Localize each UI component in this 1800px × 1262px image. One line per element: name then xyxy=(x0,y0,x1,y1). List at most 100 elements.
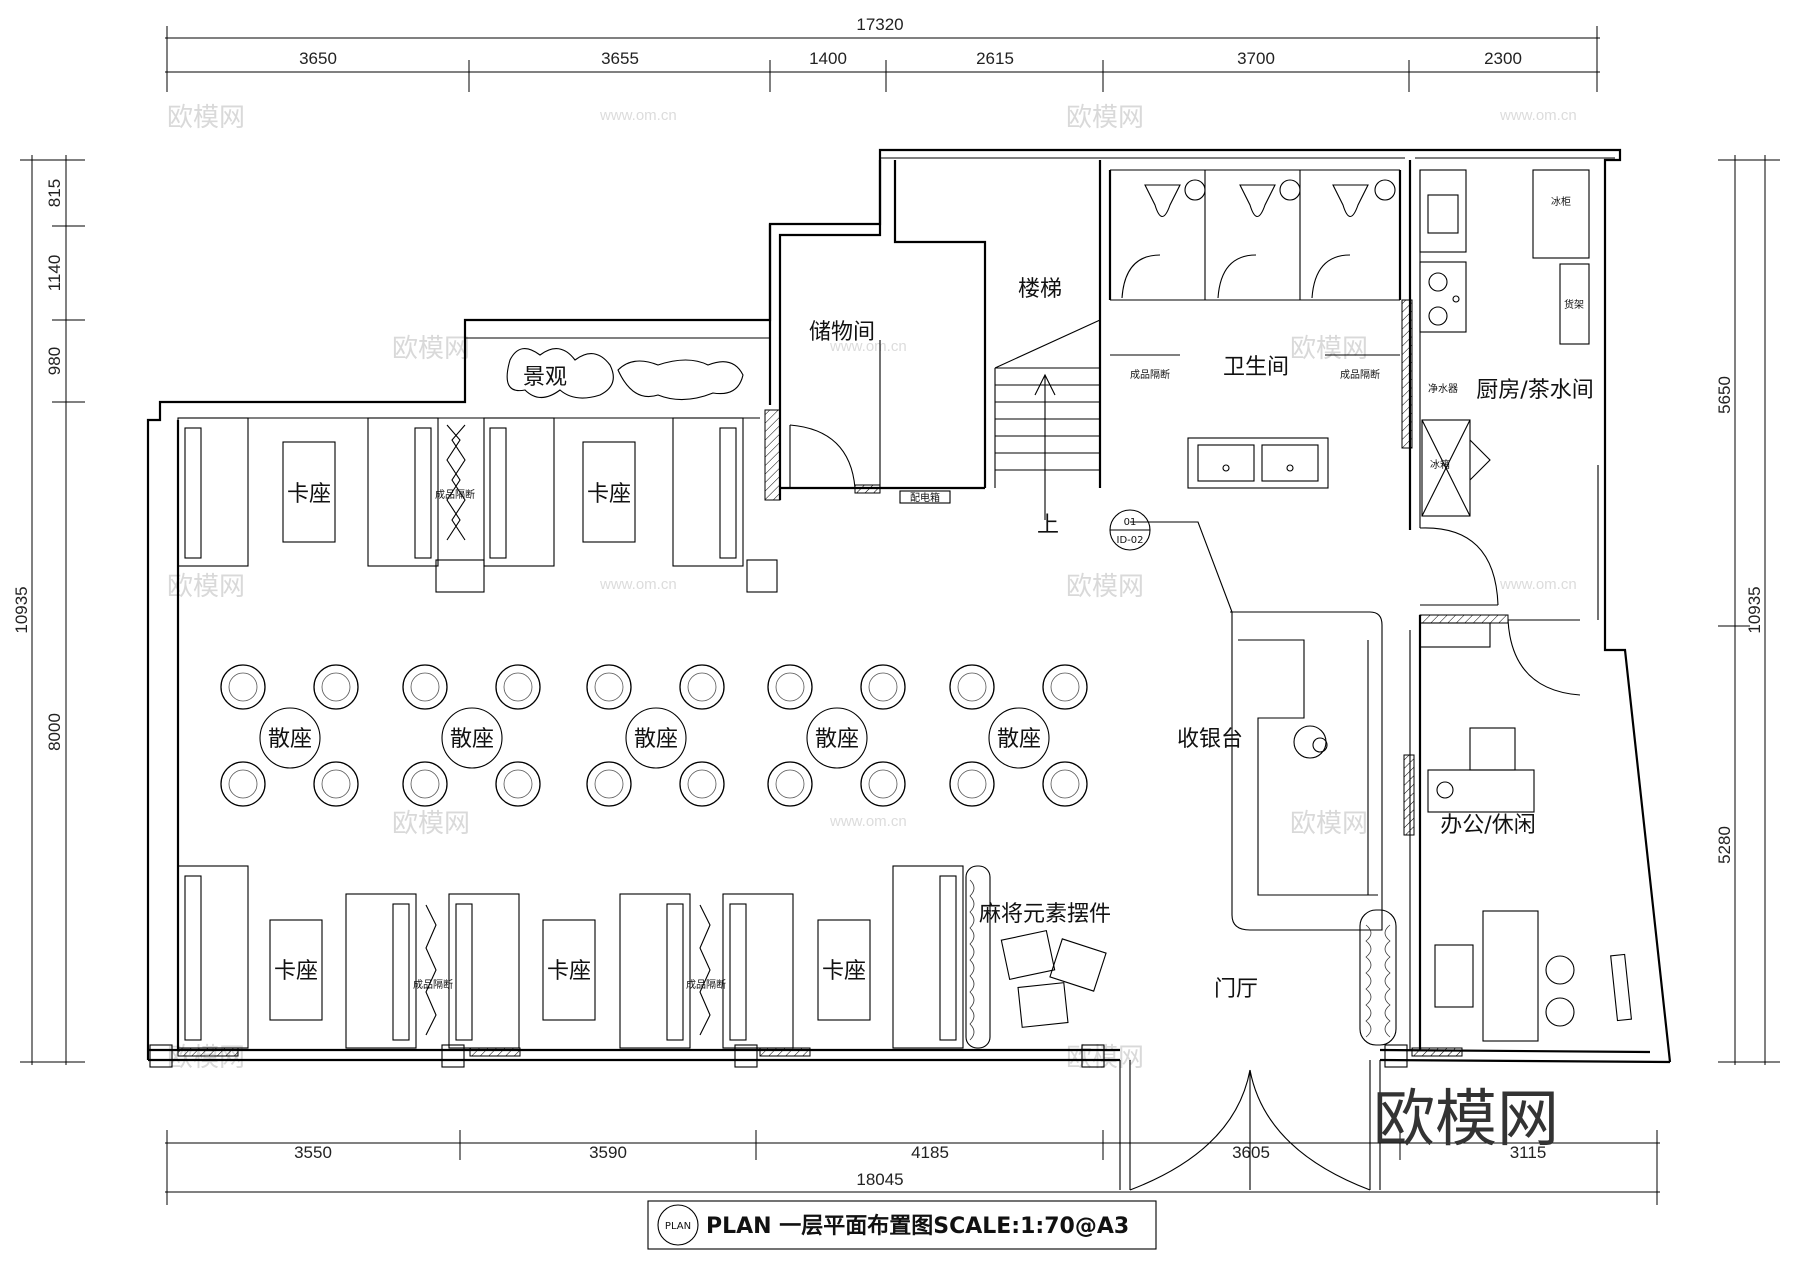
dim-right-1: 5650 xyxy=(1715,376,1734,414)
dimension-top: 17320 3650 3655 1400 2615 3700 2300 xyxy=(165,15,1600,92)
watermark-layer: 欧模网 www.om.cn 欧模网 www.om.cn 欧模网 www.om.c… xyxy=(167,103,1577,1073)
open-seat-label: 散座 xyxy=(450,727,494,752)
watermark-brand-large: 欧模网 xyxy=(1373,1082,1559,1155)
dim-top-6: 2300 xyxy=(1484,49,1522,68)
dim-bottom-3: 4185 xyxy=(911,1143,949,1162)
round-table-group: 散座 xyxy=(767,664,906,807)
dim-bottom-4: 3605 xyxy=(1232,1143,1270,1162)
plan-title: PLAN 一层平面布置图SCALE:1:70@A3 xyxy=(706,1213,1129,1239)
storage-label: 储物间 xyxy=(809,320,875,345)
dim-top-5: 3700 xyxy=(1237,49,1275,68)
plant-column-icon xyxy=(1359,909,1397,1046)
dim-top-4: 2615 xyxy=(976,49,1014,68)
restroom-label: 卫生间 xyxy=(1223,355,1289,380)
dim-bottom-overall: 18045 xyxy=(856,1170,903,1189)
fridge-icon xyxy=(1421,419,1491,517)
booth-label: 卡座 xyxy=(822,959,866,984)
stove-icon xyxy=(1419,261,1467,333)
sink-counter-icon xyxy=(1187,437,1329,489)
watermark-brand: 欧模网 xyxy=(392,334,470,364)
watermark-url: www.om.cn xyxy=(1499,576,1577,593)
watermark-url: www.om.cn xyxy=(599,576,677,593)
watermark-brand: 欧模网 xyxy=(1290,809,1368,839)
dim-top-2: 3655 xyxy=(601,49,639,68)
mahjong-label: 麻将元素摆件 xyxy=(979,902,1111,927)
partition-label: 成品隔断 xyxy=(1130,368,1170,381)
dim-left-4: 8000 xyxy=(45,713,64,751)
booth-label: 卡座 xyxy=(587,482,631,507)
stairs-up-label: 上 xyxy=(1037,513,1059,538)
round-table-group: 散座 xyxy=(402,664,541,807)
shelf-label: 货架 xyxy=(1564,298,1584,311)
partition-label: 成品隔断 xyxy=(1340,368,1380,381)
open-seat-label: 散座 xyxy=(815,727,859,752)
dim-top-3: 1400 xyxy=(809,49,847,68)
partition-label: 成品隔断 xyxy=(686,978,726,991)
partition-label: 成品隔断 xyxy=(413,978,453,991)
dim-left-1: 815 xyxy=(45,179,64,207)
title-block: PLAN PLAN 一层平面布置图SCALE:1:70@A3 xyxy=(647,1200,1157,1250)
elec-box-label: 配电箱 xyxy=(910,491,940,504)
dim-bottom-5: 3115 xyxy=(1510,1143,1547,1162)
kitchen: 冰柜 货架 净水器 冰箱 厨房/茶水间 xyxy=(1401,160,1599,620)
cashier-label: 收银台 xyxy=(1177,727,1243,752)
lounge-sofa-icon xyxy=(1434,910,1575,1042)
watermark-url: www.om.cn xyxy=(829,338,907,355)
dim-bottom-1: 3550 xyxy=(294,1143,332,1162)
watermark-brand: 欧模网 xyxy=(392,809,470,839)
booth-label: 卡座 xyxy=(287,482,331,507)
watermark-brand: 欧模网 xyxy=(167,103,245,133)
round-table-group: 散座 xyxy=(949,664,1088,807)
dimension-right: 10935 5650 5280 xyxy=(1715,155,1780,1065)
water-purifier-label: 净水器 xyxy=(1428,382,1458,395)
watermark-brand: 欧模网 xyxy=(1290,334,1368,364)
dim-left-2: 1140 xyxy=(45,255,64,292)
entrance-doors xyxy=(1119,1060,1381,1191)
office-desk-icon xyxy=(1427,727,1535,813)
dim-left-3: 980 xyxy=(45,347,64,375)
cashier-chair-icon xyxy=(1293,725,1328,759)
stairs: 楼梯 上 xyxy=(994,160,1102,538)
open-seat-label: 散座 xyxy=(997,727,1041,752)
storage-room: 配电箱 xyxy=(764,160,987,504)
watermark-brand: 欧模网 xyxy=(1066,572,1144,602)
stairs-label: 楼梯 xyxy=(1018,277,1062,302)
office: 办公/休闲 xyxy=(1403,614,1633,1050)
dimension-bottom: 3550 3590 4185 3605 3115 18045 xyxy=(165,1130,1660,1205)
top-booths: 卡座 成品隔断 卡座 xyxy=(177,417,778,593)
landscape-label: 景观 xyxy=(523,365,567,390)
open-seat-label: 散座 xyxy=(268,727,312,752)
watermark-brand: 欧模网 xyxy=(1066,1043,1144,1073)
plan-badge: PLAN xyxy=(665,1221,691,1232)
dim-right-2: 5280 xyxy=(1715,826,1734,864)
toilet-icon xyxy=(1239,179,1301,218)
dim-top-1: 3650 xyxy=(299,49,337,68)
watermark-url: www.om.cn xyxy=(829,813,907,830)
dim-bottom-2: 3590 xyxy=(589,1143,627,1162)
kitchen-label: 厨房/茶水间 xyxy=(1476,378,1593,403)
dimension-left: 10935 815 1140 980 8000 xyxy=(12,155,85,1065)
toilet-icon xyxy=(1144,179,1206,218)
section-callout: 01 ID-02 xyxy=(1109,509,1151,551)
partition-label: 成品隔断 xyxy=(435,488,475,501)
watermark-url: www.om.cn xyxy=(599,107,677,124)
restroom: 成品隔断 成品隔断 卫生间 xyxy=(1108,169,1402,489)
open-seating-area: 散座 散座 散座 散座 xyxy=(220,664,1088,807)
booth-label: 卡座 xyxy=(547,959,591,984)
open-seat-label: 散座 xyxy=(634,727,678,752)
watermark-url: www.om.cn xyxy=(1499,107,1577,124)
office-label: 办公/休闲 xyxy=(1440,813,1535,838)
toilet-icon xyxy=(1332,179,1396,218)
watermark-brand: 欧模网 xyxy=(167,572,245,602)
dim-right-overall: 10935 xyxy=(1745,586,1764,633)
landscape: 景观 xyxy=(465,337,770,401)
lobby-label: 门厅 xyxy=(1214,977,1258,1002)
callout-number: 01 xyxy=(1124,517,1137,528)
exterior-walls xyxy=(146,148,1672,1068)
round-table-group: 散座 xyxy=(220,664,359,807)
fridge-label: 冰箱 xyxy=(1430,458,1450,471)
bottom-booths: 卡座 成品隔断 卡座 成品隔断 卡座 xyxy=(177,865,964,1049)
mahjong-decor: 麻将元素摆件 xyxy=(965,865,1111,1049)
dim-left-overall: 10935 xyxy=(12,586,31,633)
